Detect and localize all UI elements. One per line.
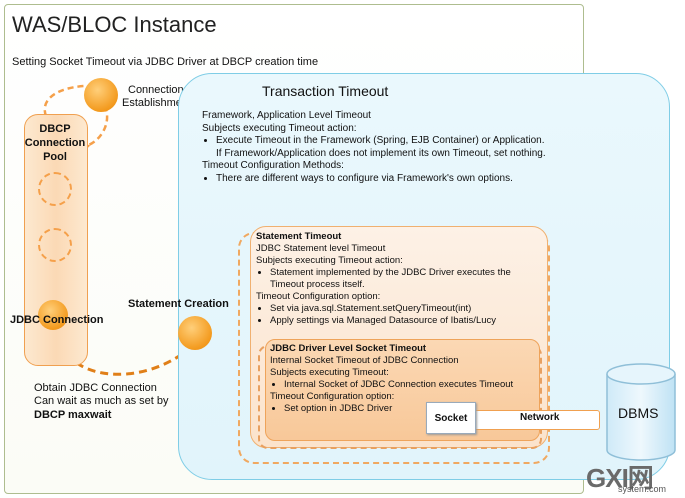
tx-line-2: Subjects executing Timeout action: (202, 122, 357, 134)
pool-slot-empty (38, 228, 72, 262)
tx-line-1: Framework, Application Level Timeout (202, 110, 371, 121)
connector-establish-back (85, 105, 109, 148)
drv-line-1: Internal Socket Timeout of JDBC Connecti… (270, 355, 459, 366)
stmt-bullets-1: Statement implemented by the JDBC Driver… (256, 267, 542, 291)
drv-line-2: Subjects executing Timeout: (270, 367, 389, 378)
drv-line-3: Timeout Configuration option: (270, 391, 395, 402)
statement-title: Statement Timeout (256, 231, 342, 242)
jdbc-connection-label: JDBC Connection (10, 314, 104, 326)
tx-line-3: Timeout Configuration Methods: (202, 160, 344, 171)
stmt-line-1: JDBC Statement level Timeout (256, 243, 386, 254)
stmt-bullet-3: Apply settings via Managed Datasource of… (270, 315, 542, 327)
obtain-line-1: Obtain JDBC Connection (34, 382, 157, 394)
tx-bullet-2: There are different ways to configure vi… (216, 173, 562, 186)
diagram-subtitle: Setting Socket Timeout via JDBC Driver a… (12, 56, 319, 68)
drv-bullets-2: Set option in JDBC Driver (270, 403, 535, 415)
statement-body: Statement Timeout JDBC Statement level T… (256, 231, 542, 327)
drv-bullet-1: Internal Socket of JDBC Connection execu… (284, 379, 535, 391)
drv-bullet-2: Set option in JDBC Driver (284, 403, 535, 415)
watermark-logo: GXI网 (586, 463, 654, 493)
transaction-title: Transaction Timeout (262, 83, 389, 99)
tx-bullet-1: Execute Timeout in the Framework (Spring… (216, 135, 562, 148)
obtain-line-2: Can wait as much as set by (34, 395, 169, 407)
establish-label-2: Establishment (122, 97, 192, 109)
socket-box: Socket (426, 402, 476, 434)
establish-label-1: Connection (128, 84, 184, 96)
pool-slot-empty (38, 172, 72, 206)
driver-title: JDBC Driver Level Socket Timeout (270, 343, 427, 354)
stmt-bullet-2: Set via java.sql.Statement.setQueryTimeo… (270, 303, 542, 315)
statement-creation-node (178, 316, 212, 350)
pool-label: DBCP Connection Pool (24, 123, 86, 163)
driver-body: JDBC Driver Level Socket Timeout Interna… (270, 343, 535, 415)
dbms-cylinder-icon (606, 363, 676, 461)
stmt-bullets-2: Set via java.sql.Statement.setQueryTimeo… (256, 303, 542, 327)
connection-establish-node (84, 78, 118, 112)
connector-establish-up (43, 84, 85, 117)
transaction-body: Framework, Application Level Timeout Sub… (202, 110, 562, 185)
stmt-line-3: Timeout Configuration option: (256, 291, 381, 302)
obtain-line-3: DBCP maxwait (34, 409, 112, 421)
stmt-line-2: Subjects executing Timeout action: (256, 255, 403, 266)
tx-bullets-2: There are different ways to configure vi… (202, 173, 562, 186)
stmt-bullet-1: Statement implemented by the JDBC Driver… (270, 267, 542, 291)
statement-creation-label: Statement Creation (128, 298, 229, 310)
diagram-title: WAS/BLOC Instance (12, 12, 217, 37)
pool-connection-active (38, 300, 68, 330)
tx-bullet-1b: If Framework/Application does not implem… (216, 147, 546, 159)
drv-bullets-1: Internal Socket of JDBC Connection execu… (270, 379, 535, 391)
dbms-label: DBMS (618, 405, 659, 421)
watermark-site: system.com (618, 484, 667, 494)
tx-bullets-1: Execute Timeout in the Framework (Spring… (202, 135, 562, 148)
network-label: Network (520, 412, 560, 423)
